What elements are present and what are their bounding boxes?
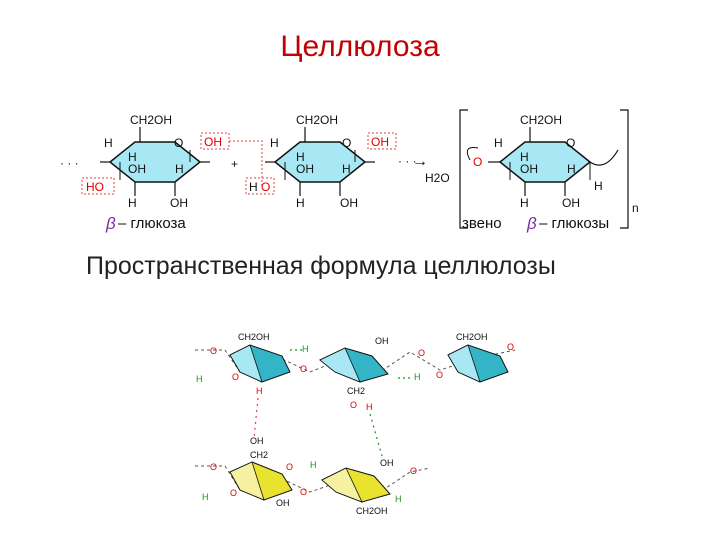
removed-oh-2: OH [371,135,389,149]
upper-chain: CH2OH OH CH2OH O O O O O O H H H H CH2 O… [195,332,516,412]
ring-1-o: O [174,136,183,150]
ring-2-oh-mid: OH [296,162,314,176]
upper-ch2: CH2 [347,386,365,396]
upper-h-down: H [256,386,263,396]
ring-3-h-right: H [567,162,576,176]
ring-2-ch2oh: CH2OH [296,113,338,127]
lower-chain: OH CH2 OH OH CH2OH O O O O O H H H [195,436,431,516]
dots-middle: · · · [398,154,417,168]
dots-left: · · · [60,156,79,170]
lower-o-4: O [230,488,237,498]
removed-ho-1: HO [86,180,104,194]
polymer-n: n [632,201,639,215]
upper-h-down-2: H [366,402,373,412]
upper-o-3: O [418,348,425,358]
left-bracket [459,109,468,229]
ring-3-o: O [566,136,575,150]
upper-o-5: O [436,370,443,380]
glucose-ring-2: CH2OH H O H OH H H OH OH H O [245,113,397,210]
slide-title: Целлюлоза [280,30,440,63]
ring-3-oh-bottom: OH [562,196,580,210]
ring-3-bridge-o: O [473,155,482,169]
ring-2-h-mid: H [296,150,305,164]
upper-o-6: O [507,342,514,352]
ring-2-o: O [342,136,351,150]
upper-o-2: O [300,364,307,374]
lower-h-right: H [395,494,402,504]
lower-o-2: O [300,487,307,497]
caption-right: – глюкозы [539,215,609,232]
cellulose-structural-formula: CH2OH H O H OH H H OH · · · OH HO + CH2O… [60,109,639,233]
ring-2-h-right: H [342,162,351,176]
upper-o-down: O [350,400,357,410]
ring-1-oh-mid: OH [128,162,146,176]
ring-3-ch2oh: CH2OH [520,113,562,127]
right-bracket [620,109,629,229]
caption-right-prefix: звено [462,215,502,232]
caption-left-beta: β [105,214,116,233]
subtitle: Пространственная формула целлюлозы [86,252,556,280]
lower-oh-top: OH [250,436,264,446]
ring-3-h-mid: H [520,150,529,164]
lower-ch2oh: CH2OH [356,506,388,516]
ring-1-h-top: H [104,136,113,150]
ring-1-ch2oh: CH2OH [130,113,172,127]
upper-h-left: H [196,374,203,384]
lower-oh-1: OH [380,458,394,468]
lower-o-3: O [410,466,417,476]
ring-2-h-bottom: H [296,196,305,210]
upper-ch2oh-1: CH2OH [238,332,270,342]
reaction-arrow: → [412,153,428,170]
ring-3-oh-mid: OH [520,162,538,176]
ring-2-o-left: O [261,180,270,194]
removed-oh-1: OH [204,135,222,149]
ring-1-h-mid: H [128,150,137,164]
cellulose-unit: CH2OH H O O H OH H H H OH n [459,109,639,229]
lower-ch2: CH2 [250,450,268,460]
removed-ho-box-1 [81,177,115,195]
removed-h-box [245,177,275,195]
glucose-ring-1: CH2OH H O H OH H H OH · · · [60,113,210,210]
removed-oh-box-2 [367,132,397,150]
ring-1-h-bottom: H [128,196,137,210]
lower-o-1: O [210,462,217,472]
ring-3-h-bottom: H [520,196,529,210]
lower-o-5: O [286,462,293,472]
caption-right-beta: β [526,214,537,233]
lower-oh-2: OH [276,498,290,508]
ring-3-h-far: H [594,179,603,193]
upper-h-bond-1: H [302,344,309,354]
upper-ch2oh-2: CH2OH [456,332,488,342]
ring-2-h-top: H [270,136,279,150]
plus-sign: + [231,157,238,171]
ring-3-h-top: H [494,136,503,150]
ring-1-h-right: H [175,162,184,176]
ring-2-h-left: H [249,180,258,194]
lower-h-bond: H [310,460,317,470]
upper-h-bond-2: H [414,372,421,382]
lower-h-left: H [202,492,209,502]
caption-left: – глюкоза [118,215,186,232]
water-byproduct: H2O [425,171,450,185]
ring-2-oh-bottom: OH [340,196,358,210]
h-bond-vertical-2 [369,413,383,457]
upper-oh-1: OH [375,336,389,346]
upper-o-1: O [210,346,217,356]
ring-1-oh-bottom: OH [170,196,188,210]
h-bond-vertical-1 [253,397,259,439]
upper-o-4: O [232,372,239,382]
